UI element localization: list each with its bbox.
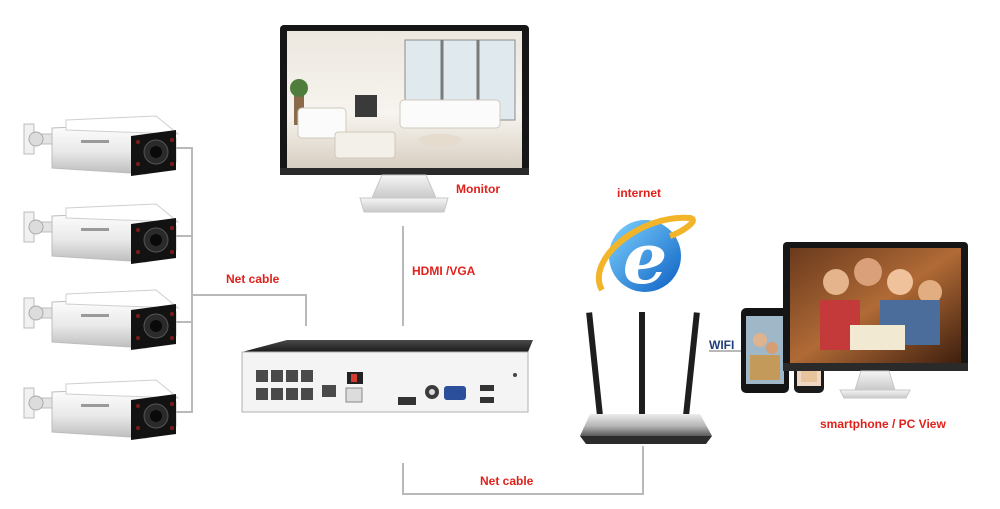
- wiring: [176, 147, 741, 495]
- wifi-router-icon: [580, 312, 712, 444]
- monitor-label: Monitor: [456, 182, 500, 196]
- svg-text:e: e: [623, 217, 668, 300]
- nvr-recorder-icon: [241, 340, 533, 413]
- nvr-to-router-cable: [402, 446, 644, 495]
- net-cable-left-label: Net cable: [226, 272, 280, 286]
- tablet-icon: [741, 308, 789, 393]
- wifi-label: WIFI: [709, 338, 735, 352]
- camera-group: [23, 115, 179, 441]
- internet-explorer-icon: e: [595, 214, 696, 300]
- net-cable-bottom-label: Net cable: [480, 474, 534, 488]
- camera-icon: [23, 115, 179, 177]
- camera-icon: [23, 289, 179, 351]
- internet-label: internet: [617, 186, 662, 200]
- poe-ports: [256, 370, 313, 400]
- cameras-to-nvr-cable: [192, 294, 307, 326]
- monitor-icon: [280, 25, 529, 213]
- camera-icon: [23, 203, 179, 265]
- camera-cable-bus: [176, 147, 193, 413]
- hdmi-vga-label: HDMI /VGA: [412, 264, 476, 278]
- smartphone-pc-view-label: smartphone / PC View: [820, 417, 946, 431]
- pc-monitor-icon: [783, 242, 968, 399]
- camera-icon: [23, 379, 179, 441]
